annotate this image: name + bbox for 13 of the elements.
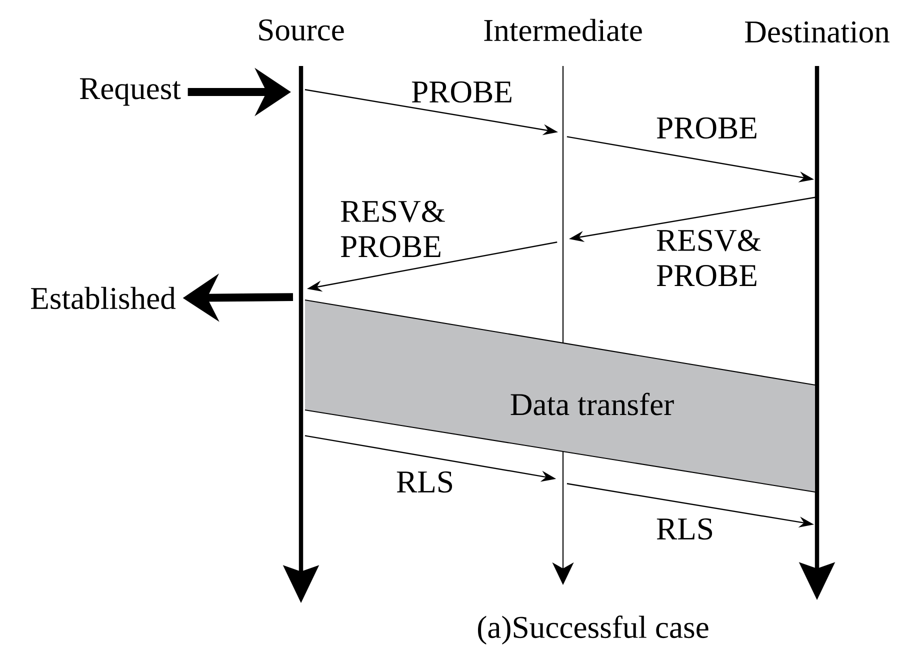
message-label: RESV& PROBE [656, 230, 761, 286]
event-label: Established [31, 286, 176, 310]
message-label: RLS [396, 471, 452, 493]
message-label: PROBE [656, 117, 756, 139]
message-label: PROBE [412, 81, 512, 103]
node-label: Data transfer [510, 392, 674, 416]
lifeline-heading: Destination [745, 21, 890, 43]
message-label: RESV& PROBE [340, 200, 445, 258]
event-label: Request [80, 78, 181, 106]
lifeline-heading: Intermediate [484, 18, 642, 42]
caption: (a)Successful case [478, 616, 708, 644]
lifeline-heading: Source [259, 19, 344, 41]
message-label: RLS [656, 518, 712, 540]
